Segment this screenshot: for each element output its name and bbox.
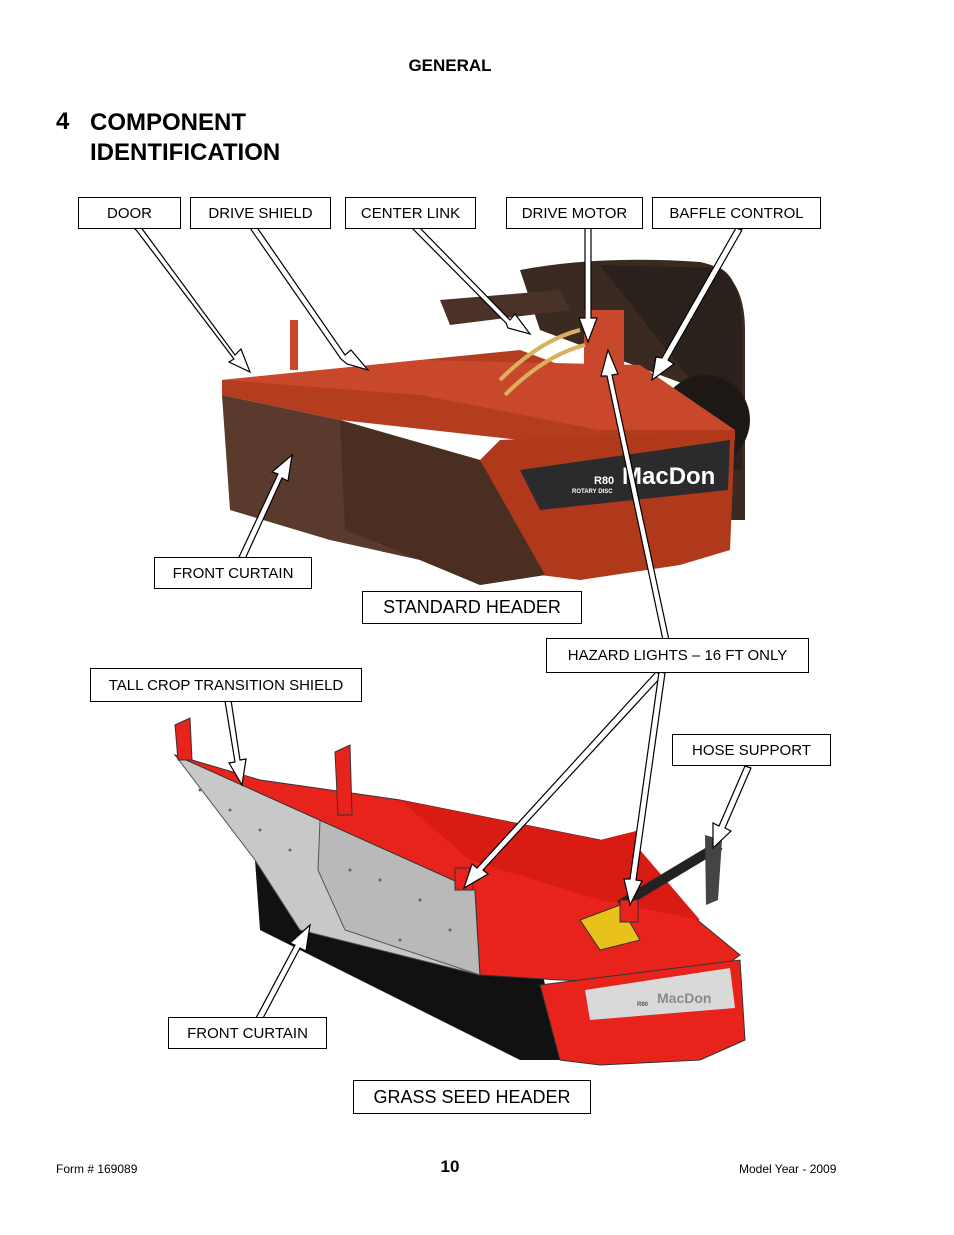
label-front-curtain-top: FRONT CURTAIN — [154, 557, 312, 589]
baffle-control-arrow — [651, 227, 743, 382]
center-link-arrow — [410, 225, 532, 336]
drive-shield-arrow — [249, 225, 370, 372]
title-line-2: IDENTIFICATION — [90, 139, 281, 166]
footer-form-number: Form # 169089 — [56, 1162, 138, 1176]
label-hose-support: HOSE SUPPORT — [672, 734, 831, 766]
page-title: COMPONENT IDENTIFICATION — [90, 108, 280, 168]
grass-seed-header-logo: MacDon — [657, 990, 711, 1006]
drive-motor-arrow — [578, 227, 598, 344]
grass-seed-header-model: R80 — [637, 1002, 649, 1008]
page-number: 10 — [440, 1157, 460, 1176]
section-number: 4 — [56, 108, 70, 135]
front-curtain-top-arrow — [238, 453, 293, 560]
label-hazard-lights: HAZARD LIGHTS – 16 FT ONLY — [546, 638, 809, 673]
footer-model-year: Model Year - 2009 — [739, 1162, 837, 1176]
label-grass-seed-header: GRASS SEED HEADER — [353, 1080, 591, 1114]
hazard-right-arrow — [623, 671, 666, 907]
door-arrow — [132, 225, 252, 374]
standard-header-image — [222, 259, 750, 585]
label-front-curtain-bottom: FRONT CURTAIN — [168, 1017, 327, 1049]
label-tall-crop-transition-shield: TALL CROP TRANSITION SHIELD — [90, 668, 362, 702]
label-drive-shield: DRIVE SHIELD — [190, 197, 331, 229]
standard-header-logo: MacDon — [622, 463, 715, 490]
tall-crop-arrow — [224, 699, 247, 787]
section-header: GENERAL — [408, 56, 492, 75]
label-center-link: CENTER LINK — [345, 197, 476, 229]
callout-arrows — [132, 225, 752, 1021]
title-line-1: COMPONENT — [90, 109, 246, 136]
front-curtain-bottom-arrow — [255, 923, 311, 1021]
hazard-left-arrow — [462, 671, 663, 890]
grass-seed-header-image — [173, 717, 746, 1066]
label-drive-motor: DRIVE MOTOR — [506, 197, 643, 229]
label-standard-header: STANDARD HEADER — [362, 591, 582, 624]
label-baffle-control: BAFFLE CONTROL — [652, 197, 821, 229]
hose-support-arrow — [712, 765, 752, 850]
standard-header-model: R80 — [594, 475, 614, 487]
label-door: DOOR — [78, 197, 181, 229]
hazard-top-arrow — [600, 348, 670, 641]
standard-header-model-sub: ROTARY DISC — [572, 489, 613, 495]
